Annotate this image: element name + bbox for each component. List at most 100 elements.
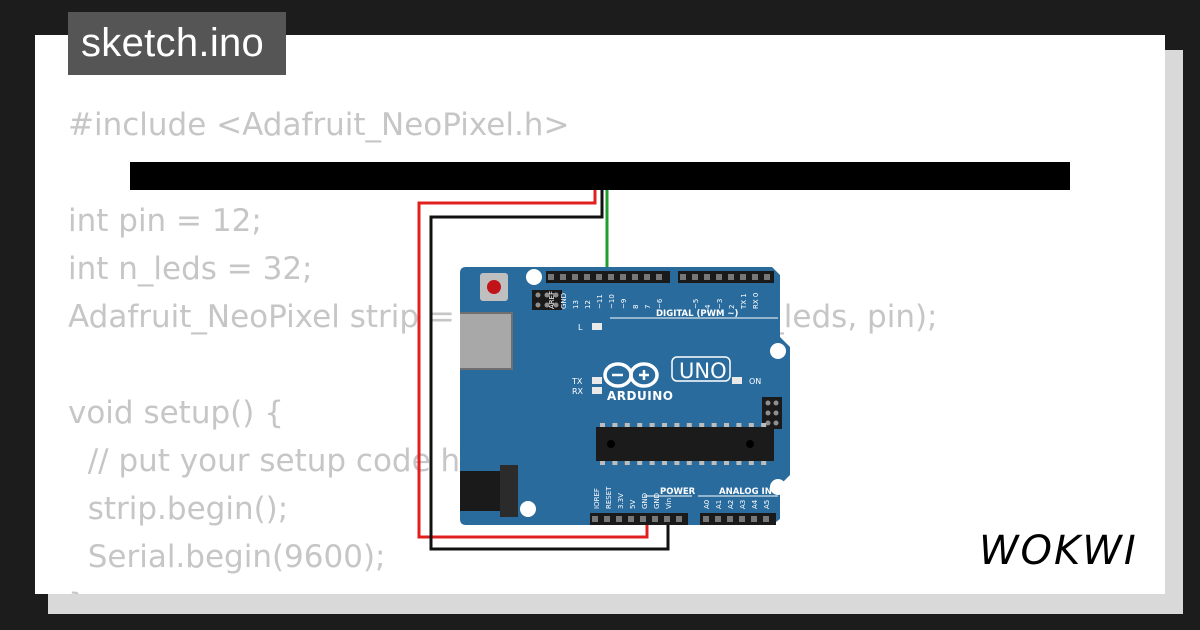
- pin-label: 3.3V: [617, 493, 625, 509]
- led-rx: [592, 387, 602, 394]
- file-tab[interactable]: sketch.ino: [68, 12, 286, 75]
- pin-label: 2: [728, 305, 736, 309]
- header-pin[interactable]: [604, 516, 610, 522]
- code-line: int n_leds = 32;: [68, 251, 313, 287]
- analog-label: ANALOG IN: [719, 487, 772, 497]
- header-pin[interactable]: [727, 516, 733, 522]
- reset-button-cap[interactable]: [487, 280, 501, 294]
- mounting-hole: [526, 269, 542, 285]
- header-pin[interactable]: [692, 274, 698, 280]
- led-on: [732, 377, 742, 384]
- atmega-chip: [596, 427, 774, 461]
- header-pin[interactable]: [703, 516, 709, 522]
- header-pin[interactable]: [596, 274, 602, 280]
- red-wire: [417, 190, 649, 539]
- pin-label: RESET: [605, 486, 613, 509]
- pin-label: IOREF: [593, 488, 601, 509]
- pin-label: 13: [572, 300, 580, 309]
- header-pin[interactable]: [572, 274, 578, 280]
- header-pin[interactable]: [632, 274, 638, 280]
- code-editor-panel: #include <Adafruit_NeoPixel.h>int pin = …: [35, 35, 1165, 594]
- header-pin[interactable]: [664, 516, 670, 522]
- header-pin[interactable]: [751, 516, 757, 522]
- header-pin[interactable]: [652, 516, 658, 522]
- header-pin[interactable]: [740, 274, 746, 280]
- pin-label: ~5: [692, 299, 700, 309]
- pin-label: A3: [739, 500, 747, 509]
- led-rx-label: RX: [572, 387, 584, 396]
- led-tx: [592, 377, 602, 384]
- pin-label: GND: [653, 493, 661, 509]
- pin-label: A1: [715, 500, 723, 509]
- arduino-logo-icon: [603, 362, 659, 388]
- pin-label: ~11: [596, 294, 604, 309]
- header-pin[interactable]: [616, 516, 622, 522]
- led-tx-label: TX: [571, 377, 583, 386]
- pin-label: 12: [584, 300, 592, 309]
- header-pin[interactable]: [763, 516, 769, 522]
- header-pin[interactable]: [704, 274, 710, 280]
- pin-label: GND: [641, 493, 649, 509]
- pin-label: A5: [763, 500, 771, 509]
- header-pin[interactable]: [560, 274, 566, 280]
- header-pin[interactable]: [676, 516, 682, 522]
- power-jack: [460, 471, 506, 511]
- pin-label: 5V: [629, 500, 637, 509]
- header-pin[interactable]: [640, 516, 646, 522]
- header-pin[interactable]: [548, 274, 554, 280]
- header-pin[interactable]: [715, 516, 721, 522]
- pin-label: 7: [644, 305, 652, 309]
- header-pin[interactable]: [764, 274, 770, 280]
- mounting-hole: [520, 501, 536, 517]
- header-pin[interactable]: [620, 274, 626, 280]
- header-pin[interactable]: [628, 516, 634, 522]
- pin-label: ~9: [620, 299, 628, 309]
- code-line: #include <Adafruit_NeoPixel.h>: [68, 107, 570, 143]
- mounting-hole: [770, 479, 786, 495]
- pin-label: ~10: [608, 294, 616, 309]
- led-on-label: ON: [749, 377, 761, 386]
- wiring-layer: [417, 190, 670, 551]
- code-line: strip.begin();: [68, 491, 289, 527]
- header-pin[interactable]: [592, 516, 598, 522]
- code-line: }: [68, 581, 938, 594]
- code-line: int pin = 12;: [68, 203, 262, 239]
- pin-label: ~6: [656, 298, 664, 309]
- header-pin[interactable]: [728, 274, 734, 280]
- mounting-hole: [770, 343, 786, 359]
- header-pin[interactable]: [584, 274, 590, 280]
- arduino-brand-text: ARDUINO: [607, 389, 673, 403]
- pin-label: AREF: [548, 291, 556, 309]
- header-pin[interactable]: [716, 274, 722, 280]
- header-pin[interactable]: [656, 274, 662, 280]
- header-pin[interactable]: [608, 274, 614, 280]
- code-line: Serial.begin(9600);: [68, 539, 386, 575]
- header-pin[interactable]: [680, 274, 686, 280]
- wokwi-logo-text: WOKWI: [979, 528, 1138, 574]
- power-header: [590, 513, 688, 525]
- pin-label: A4: [751, 499, 759, 509]
- uno-badge: [671, 356, 731, 382]
- pin-label: ~3: [716, 299, 724, 309]
- digital-header-label: DIGITAL (PWM ~): [656, 309, 738, 319]
- pin-label: 8: [632, 305, 640, 309]
- digital-header-low: [678, 271, 774, 283]
- pin-label: GND: [560, 293, 568, 309]
- pin-label: 4: [704, 304, 712, 309]
- header-pin[interactable]: [644, 274, 650, 280]
- pin-label: RX 0: [752, 293, 760, 309]
- header-pin[interactable]: [739, 516, 745, 522]
- header-pin[interactable]: [752, 274, 758, 280]
- led-l: [592, 323, 602, 330]
- pin-label: A2: [727, 500, 735, 509]
- uno-model-text: UNO: [679, 359, 727, 383]
- neopixel-strip: [130, 162, 1070, 190]
- power-label: POWER: [660, 487, 696, 497]
- code-line: void setup() {: [68, 395, 284, 431]
- pin-label: A0: [703, 500, 711, 509]
- pin-label: TX 1: [740, 293, 748, 310]
- usb-port: [460, 313, 512, 369]
- black-wire: [429, 190, 670, 551]
- wokwi-logo: WOKWI: [979, 528, 1138, 574]
